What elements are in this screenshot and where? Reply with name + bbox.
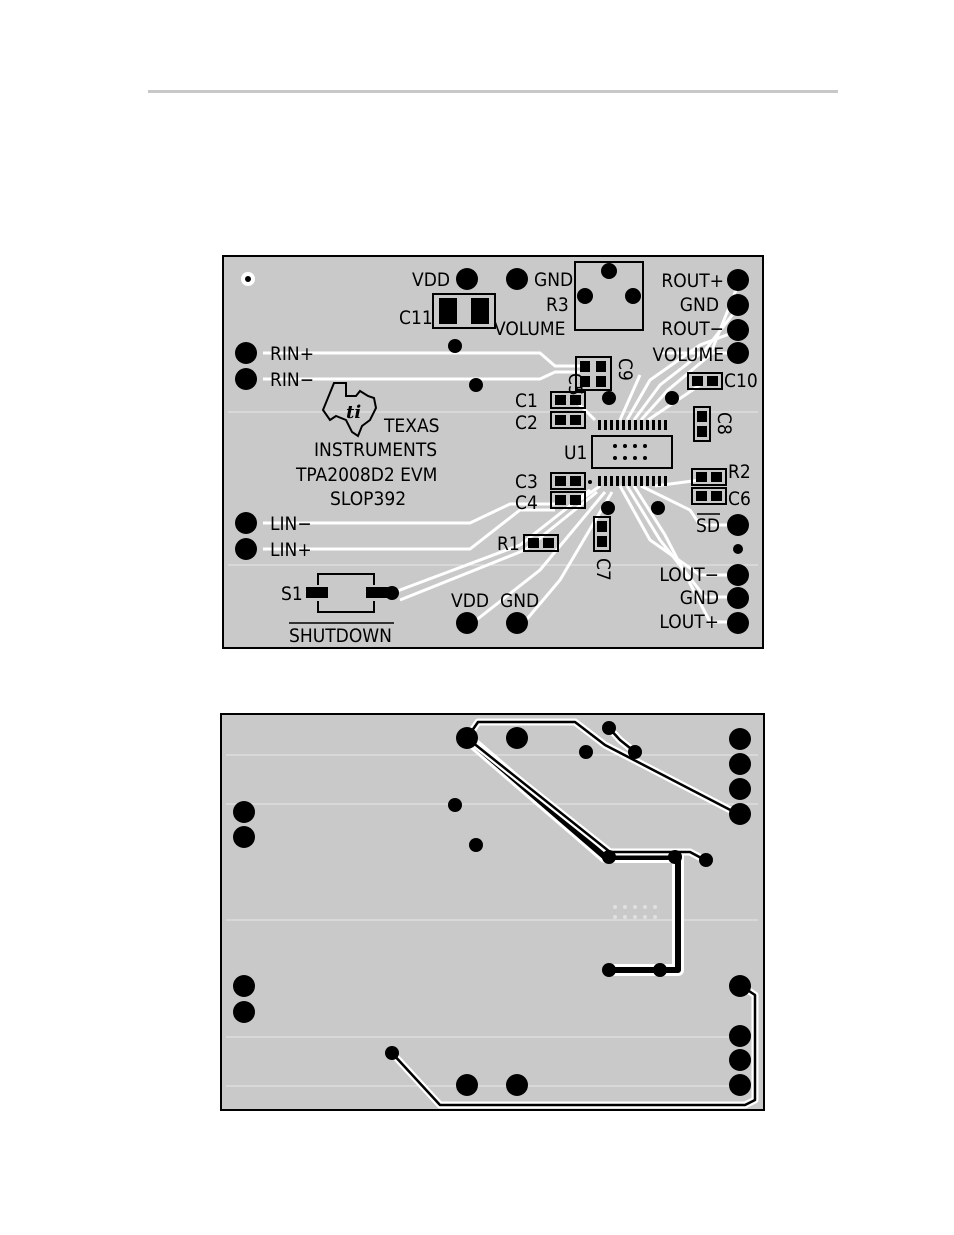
- label-c7: C7: [592, 558, 614, 581]
- label-volume: VOLUME: [653, 344, 724, 366]
- svg-text:ti: ti: [346, 402, 361, 423]
- label-sd: SD: [696, 515, 720, 537]
- label-rout-plus: ROUT+: [661, 270, 724, 292]
- label-c10: C10: [724, 370, 758, 392]
- label-c1: C1: [515, 390, 538, 412]
- label-right-gnd-1: GND: [680, 294, 719, 316]
- label-lout-plus: LOUT+: [659, 611, 719, 633]
- label-lin-minus: LIN−: [270, 513, 312, 535]
- label-c11: C11: [399, 307, 433, 329]
- label-shutdown: SHUTDOWN: [289, 625, 392, 647]
- label-lout-minus: LOUT−: [659, 564, 719, 586]
- label-lin-plus: LIN+: [270, 539, 312, 561]
- label-c8: C8: [713, 412, 735, 435]
- label-top-gnd: GND: [534, 269, 573, 291]
- label-r3: R3: [546, 294, 569, 316]
- logo-evm: TPA2008D2 EVM: [295, 464, 437, 486]
- label-top-vdd: VDD: [412, 269, 450, 291]
- top-layer-board: ti RIN+ RIN− LIN− LIN+ VDD GND C11 R3 VO…: [223, 256, 763, 648]
- bottom-layer-board: [221, 714, 764, 1110]
- logo-instruments: INSTRUMENTS: [314, 439, 437, 461]
- label-r2: R2: [728, 461, 751, 483]
- label-u1: U1: [564, 442, 587, 464]
- label-c5: C5: [564, 373, 586, 396]
- label-r1: R1: [497, 533, 520, 555]
- label-s1: S1: [281, 583, 303, 605]
- label-bottom-vdd: VDD: [451, 590, 489, 612]
- label-rin-plus: RIN+: [270, 343, 314, 365]
- label-r3-volume: VOLUME: [494, 318, 565, 340]
- label-c2: C2: [515, 412, 538, 434]
- logo-slop: SLOP392: [330, 488, 406, 510]
- label-c9: C9: [614, 358, 636, 381]
- label-c6: C6: [728, 488, 751, 510]
- label-bottom-gnd: GND: [500, 590, 539, 612]
- label-c4: C4: [515, 492, 538, 514]
- label-rin-minus: RIN−: [270, 369, 314, 391]
- label-c3: C3: [515, 471, 538, 493]
- label-right-gnd-2: GND: [680, 587, 719, 609]
- logo-texas: TEXAS: [383, 415, 440, 437]
- label-rout-minus: ROUT−: [661, 318, 724, 340]
